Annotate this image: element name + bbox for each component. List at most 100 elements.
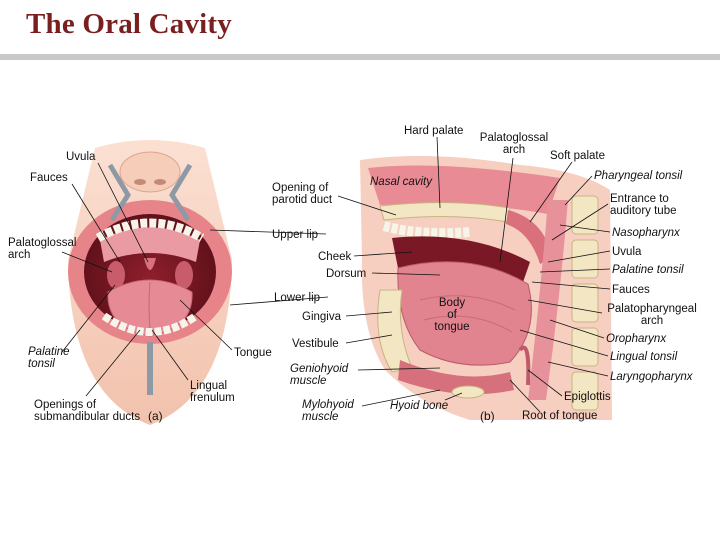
right-tonsil	[175, 261, 193, 289]
panel-a-tag: (a)	[148, 409, 163, 423]
label-line: Hyoid bone	[390, 400, 448, 412]
label-line: Upper lip	[272, 229, 318, 241]
label-line: of	[447, 309, 457, 321]
lower-teeth	[101, 312, 199, 336]
label-pharyngeal-tonsil: Pharyngeal tonsil	[594, 170, 683, 182]
label-line: Uvula	[612, 246, 642, 258]
label-line: arch	[641, 315, 663, 327]
label-line: Fauces	[30, 172, 68, 184]
label-palatine-tonsil-b: Palatine tonsil	[612, 264, 684, 276]
label-epiglottis: Epiglottis	[564, 391, 611, 403]
upper-teeth	[95, 218, 205, 242]
label-uvula-b: Uvula	[612, 246, 642, 258]
retractor-upper-left	[107, 163, 131, 222]
label-oropharynx: Oropharynx	[606, 333, 667, 345]
nasal-cavity-shape	[368, 165, 560, 214]
label-line: Palatoglossal	[480, 132, 548, 144]
label-line: submandibular ducts	[34, 411, 140, 423]
label-line: tonsil	[28, 358, 55, 370]
label-line: muscle	[290, 375, 326, 387]
label-fauces-b: Fauces	[612, 284, 650, 296]
label-hyoid-bone: Hyoid bone	[390, 400, 448, 412]
vertebral-column	[571, 195, 599, 411]
label-laryngopharynx: Laryngopharynx	[610, 371, 694, 383]
label-line: Opening of	[272, 182, 329, 194]
label-root-of-tongue: Root of tongue	[522, 410, 597, 422]
panel-b-tag: (b)	[480, 409, 495, 423]
soft-palate-shape	[506, 210, 552, 264]
nose	[119, 151, 181, 193]
label-line: tongue	[434, 321, 469, 333]
label-line: Nasal cavity	[370, 176, 433, 188]
label-cheek: Cheek	[318, 251, 351, 263]
label-line: arch	[8, 249, 30, 261]
label-line: Lingual tonsil	[610, 351, 678, 363]
hyoid-shape	[451, 385, 485, 399]
label-gingiva: Gingiva	[302, 311, 342, 323]
uvula-shape	[144, 258, 156, 270]
label-line: Oropharynx	[606, 333, 667, 345]
floor-muscles	[398, 360, 514, 395]
label-line: Lower lip	[274, 292, 320, 304]
label-nasal-cavity: Nasal cavity	[370, 176, 433, 188]
label-line: arch	[503, 144, 525, 156]
pharynx-shape	[528, 200, 568, 400]
label-dorsum: Dorsum	[326, 268, 366, 280]
label-line: Soft palate	[550, 150, 605, 162]
panel-a-illustration	[68, 140, 232, 425]
label-vestibule: Vestibule	[292, 338, 339, 350]
label-line: Palatine tonsil	[612, 264, 684, 276]
label-line: Gingiva	[302, 311, 342, 323]
label-line: Epiglottis	[564, 391, 611, 403]
label-line: Vestibule	[292, 338, 339, 350]
epiglottis-shape	[518, 345, 531, 386]
panel-b-illustration	[360, 156, 612, 420]
label-hard-palate: Hard palate	[404, 125, 463, 137]
label-line: parotid duct	[272, 194, 333, 206]
label-tongue: Tongue	[234, 347, 272, 359]
label-lingual-tonsil: Lingual tonsil	[610, 351, 678, 363]
label-line: Uvula	[66, 151, 96, 163]
label-line: Geniohyoid	[290, 363, 349, 375]
label-line: Palatoglossal	[8, 237, 76, 249]
label-line: Entrance to	[610, 193, 669, 205]
slide-title: The Oral Cavity	[26, 8, 232, 40]
label-line: Lingual	[190, 380, 227, 392]
label-line: Palatine	[28, 346, 70, 358]
label-line: Hard palate	[404, 125, 463, 137]
palate	[100, 227, 200, 262]
label-soft-palate: Soft palate	[550, 150, 605, 162]
title-divider	[0, 54, 720, 60]
label-line: Cheek	[318, 251, 351, 263]
label-line: Fauces	[612, 284, 650, 296]
label-line: Palatopharyngeal	[607, 303, 697, 315]
label-uvula: Uvula	[66, 151, 96, 163]
label-line: Mylohyoid	[302, 399, 354, 411]
label-line: Laryngopharynx	[610, 371, 694, 383]
label-lower-lip: Lower lip	[274, 292, 320, 304]
label-line: Openings of	[34, 399, 97, 411]
retractor-upper-right	[169, 163, 193, 222]
label-line: Pharyngeal tonsil	[594, 170, 683, 182]
label-line: auditory tube	[610, 205, 677, 217]
label-fauces: Fauces	[30, 172, 68, 184]
label-line: Dorsum	[326, 268, 366, 280]
label-line: Tongue	[234, 347, 272, 359]
left-tonsil	[107, 261, 125, 289]
upper-teeth-b	[382, 221, 471, 239]
